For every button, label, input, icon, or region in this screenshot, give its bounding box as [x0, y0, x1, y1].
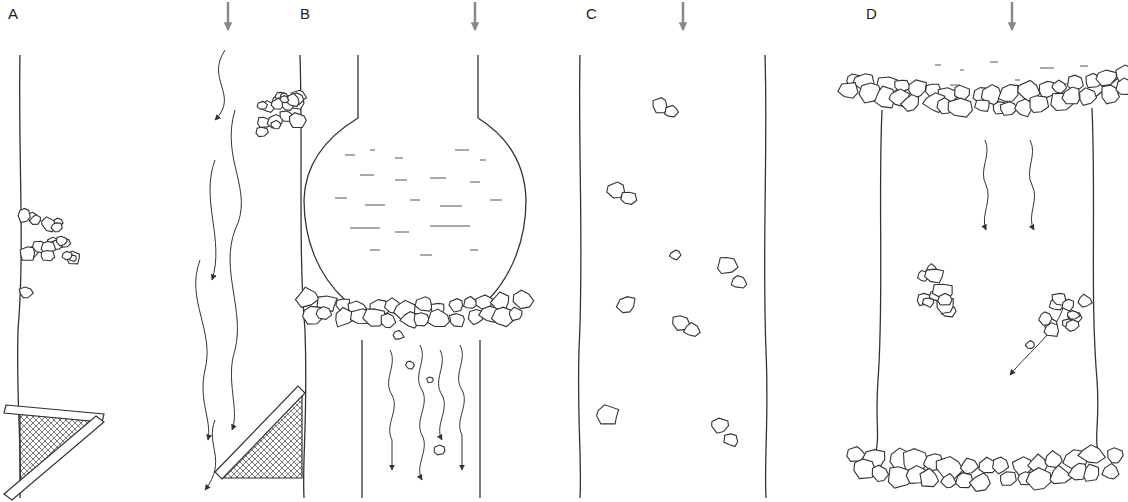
- rock: [449, 299, 463, 312]
- rock: [653, 98, 667, 113]
- rock: [415, 297, 432, 311]
- panel-letter: B: [300, 6, 310, 21]
- rock: [1001, 472, 1017, 485]
- rock: [414, 313, 429, 326]
- rock: [670, 250, 681, 260]
- rock: [427, 377, 434, 382]
- rock: [256, 127, 268, 136]
- rock: [57, 236, 68, 246]
- rock: [1108, 448, 1123, 463]
- rock: [288, 94, 300, 107]
- rock: [20, 247, 34, 260]
- rock: [969, 473, 990, 491]
- rock: [1078, 294, 1092, 307]
- rock: [1026, 468, 1051, 490]
- rock: [51, 223, 62, 232]
- rock: [1116, 78, 1128, 94]
- rock: [872, 465, 888, 481]
- rock: [684, 323, 701, 337]
- rock: [1025, 341, 1034, 349]
- rock: [280, 96, 289, 103]
- rock: [1096, 70, 1117, 86]
- rock: [434, 445, 445, 455]
- rock: [838, 83, 858, 99]
- rock: [490, 292, 508, 309]
- rock: [1084, 464, 1099, 481]
- rock: [925, 269, 944, 283]
- rock: [993, 457, 1009, 474]
- rock: [295, 287, 319, 307]
- rock: [998, 85, 1018, 102]
- rock: [289, 113, 306, 128]
- rock: [1066, 320, 1079, 332]
- rock: [597, 405, 619, 424]
- rock: [393, 331, 404, 340]
- rock: [712, 418, 729, 433]
- rock: [1039, 312, 1052, 325]
- rock: [948, 98, 972, 117]
- rock: [406, 361, 415, 369]
- rock: [975, 100, 989, 111]
- rock: [510, 307, 523, 320]
- rock: [960, 458, 978, 474]
- rock: [1068, 75, 1084, 89]
- rock: [621, 192, 637, 204]
- rock: [271, 120, 280, 128]
- rock: [428, 309, 450, 327]
- rock: [901, 95, 919, 112]
- rock: [1080, 88, 1097, 106]
- rock: [956, 473, 973, 488]
- rock: [62, 251, 72, 259]
- rock: [616, 297, 635, 313]
- rock: [731, 276, 746, 288]
- rock: [257, 101, 267, 109]
- rock: [1062, 87, 1079, 104]
- rock: [513, 290, 534, 308]
- panel-letter: D: [866, 6, 877, 21]
- rock: [450, 314, 465, 327]
- rock: [665, 105, 679, 116]
- rock: [920, 468, 939, 486]
- rock: [30, 215, 41, 225]
- rock: [923, 298, 934, 307]
- rock: [1015, 99, 1032, 117]
- rock: [1030, 96, 1049, 113]
- panel-letter: C: [586, 6, 597, 21]
- rock: [1062, 299, 1073, 311]
- rock: [938, 293, 952, 305]
- rock: [955, 85, 970, 100]
- rock: [19, 287, 33, 298]
- rock: [1045, 451, 1062, 468]
- rock: [316, 307, 331, 320]
- rock: [1078, 445, 1106, 463]
- panel-letter: A: [8, 6, 18, 21]
- rock: [18, 208, 30, 222]
- rock: [381, 313, 395, 327]
- rock: [1102, 464, 1119, 479]
- rock: [1068, 311, 1080, 319]
- rock: [1052, 80, 1067, 93]
- rock: [724, 434, 738, 447]
- rock: [718, 258, 738, 274]
- rock: [941, 474, 957, 488]
- rock: [41, 251, 54, 261]
